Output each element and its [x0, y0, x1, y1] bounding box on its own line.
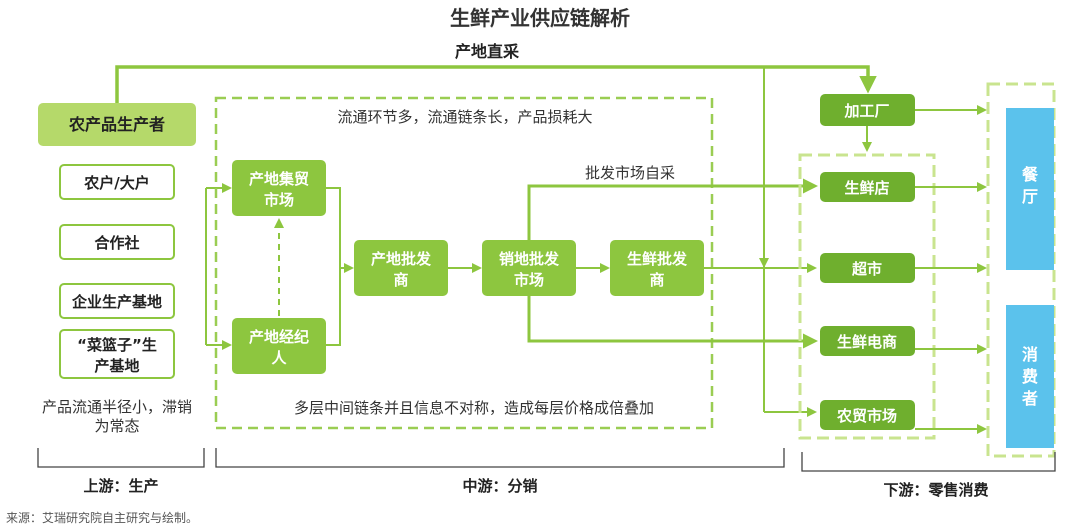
source-note: 来源：艾瑞研究院自主研究与绘制。: [6, 510, 198, 525]
origin-market-label-line2: 市场: [264, 191, 294, 209]
origin-broker-label-line1: 产地经纪: [249, 328, 309, 346]
upstream-note-line1: 产品流通半径小，滞销: [42, 398, 192, 416]
retail-box-fresh-store: [820, 172, 915, 202]
consumer-box: [1006, 305, 1054, 448]
origin-wholesaler-label-line1: 产地批发: [371, 250, 432, 268]
direct-sourcing-line: [115, 65, 877, 103]
upstream-section-label: 上游：生产: [83, 477, 158, 495]
upstream-bracket: [37, 448, 205, 468]
fresh-wholesaler-box: [610, 240, 704, 296]
midstream-frame: [214, 96, 714, 430]
origin-broker-label-line2: 人: [271, 349, 287, 367]
consumer-label-char1: 消: [1022, 345, 1038, 364]
producer-box-farmer: [59, 164, 175, 200]
retail-label-farmers-market: 农贸市场: [836, 407, 897, 425]
diagram-title: 生鲜产业供应链解析: [450, 6, 630, 30]
midstream-section-label: 中游：分销: [462, 477, 537, 495]
producer-box-cooperative: [59, 224, 175, 260]
origin-broker-box: [232, 318, 326, 374]
consumer-label-char3: 者: [1021, 389, 1038, 408]
dest-wholesale-market-box: [482, 240, 576, 296]
processing-plant-label: 加工厂: [843, 102, 889, 120]
retail-box-supermarket: [820, 253, 915, 283]
market-broker-to-wholesaler-connector: [326, 187, 341, 346]
retail-box-ecommerce: [820, 326, 915, 356]
wholesale-to-ecommerce-line: [527, 296, 818, 349]
producer-header-box: [38, 103, 196, 146]
retail-label-fresh-store: 生鲜店: [844, 179, 889, 197]
midstream-bracket: [215, 448, 785, 468]
producer-header-label: 农产品生产者: [68, 115, 165, 134]
downstream-bracket: [801, 452, 1056, 472]
fresh-wholesaler-label-line2: 商: [649, 271, 664, 289]
dest-wholesale-label-line2: 市场: [514, 271, 544, 289]
upstream-note-line2: 为常态: [94, 417, 139, 435]
restaurant-box: [1006, 108, 1054, 270]
wholesale-self-sourcing-line: [527, 178, 818, 240]
producer-box-basket: [59, 329, 175, 379]
restaurant-label-char1: 餐: [1021, 165, 1039, 184]
retail-box-farmers-market: [820, 400, 915, 430]
retail-label-ecommerce: 生鲜电商: [837, 333, 897, 351]
retail-frame: [798, 153, 936, 440]
retail-label-supermarket: 超市: [851, 260, 882, 278]
midstream-bottom-note: 多层中间链条并且信息不对称，造成每层价格成倍叠加: [294, 399, 654, 417]
origin-wholesaler-label-line2: 商: [393, 271, 408, 289]
wholesale-self-sourcing-label: 批发市场自采: [585, 164, 675, 182]
producer-label-farmer: 农户/大户: [83, 174, 149, 192]
producer-label-basket-line1: “菜篮子”生: [77, 336, 157, 354]
producer-label-cooperative: 合作社: [93, 234, 139, 252]
producer-label-basket-line2: 产基地: [94, 357, 139, 375]
downstream-section-label: 下游：零售消费: [883, 481, 988, 499]
fresh-wholesaler-label-line1: 生鲜批发: [627, 250, 688, 268]
consumer-label-char2: 费: [1022, 367, 1038, 386]
restaurant-label-char2: 厅: [1022, 187, 1038, 206]
origin-market-label-line1: 产地集贸: [249, 170, 309, 188]
producer-label-enterprise: 企业生产基地: [71, 293, 162, 311]
midstream-top-note: 流通环节多，流通链条长，产品损耗大: [337, 108, 592, 126]
processing-plant-box: [820, 94, 915, 126]
origin-market-box: [232, 160, 326, 216]
origin-wholesaler-box: [354, 240, 448, 296]
direct-sourcing-label: 产地直采: [455, 42, 519, 61]
producer-box-enterprise: [59, 283, 175, 319]
dest-wholesale-label-line1: 销地批发: [499, 250, 560, 268]
